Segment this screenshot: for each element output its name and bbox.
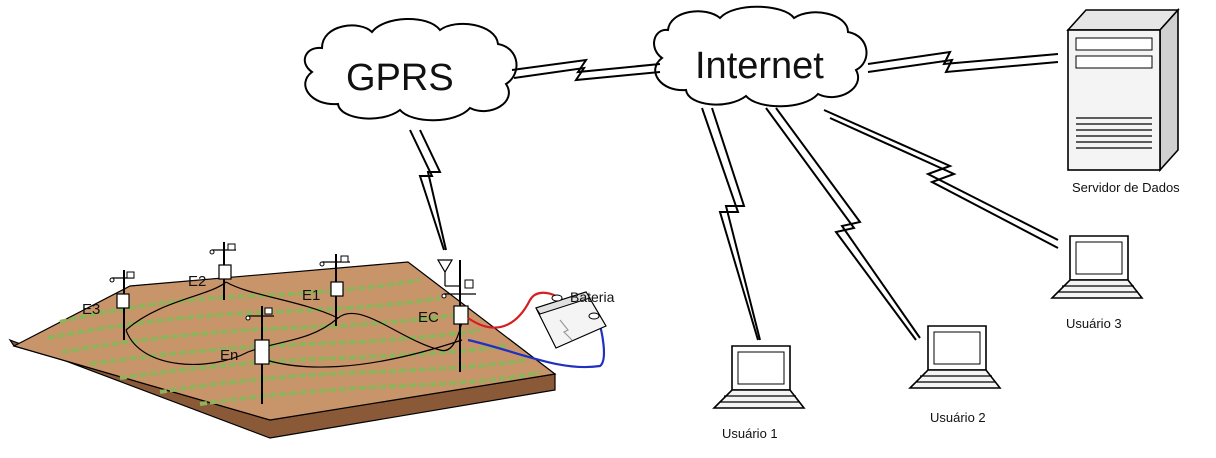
station-ec: EC (418, 259, 476, 372)
station-e2: E2 (188, 242, 236, 300)
wireless-links (409, 50, 1059, 341)
link-internet-user2 (765, 107, 917, 341)
gprs-label: GPRS (346, 57, 454, 99)
user-2: Usuário 2 (908, 325, 1002, 425)
laptop-icon (712, 345, 806, 409)
antenna-icon (436, 259, 454, 274)
station-cables (125, 281, 463, 368)
link-internet-server (867, 50, 1059, 66)
station-en: En (220, 306, 274, 404)
battery-label: Bateria (570, 289, 615, 305)
user-3-label: Usuário 3 (1066, 316, 1122, 331)
field-plot (8, 261, 557, 439)
link-internet-user1 (701, 107, 759, 341)
gprs-cloud: GPRS (303, 18, 518, 122)
user-3: Usuário 3 (1050, 235, 1144, 331)
user-1: Usuário 1 (712, 345, 806, 441)
negative-wire (467, 319, 606, 369)
internet-label: Internet (695, 45, 824, 87)
user-2-label: Usuário 2 (930, 410, 986, 425)
positive-wire (467, 291, 557, 329)
station-e3: E3 (82, 270, 135, 340)
server-label: Servidor de Dados (1072, 180, 1180, 195)
station-e1-label: E1 (302, 287, 320, 304)
battery: Bateria (467, 289, 615, 369)
link-gprs-internet (511, 58, 661, 74)
server: Servidor de Dados (1066, 7, 1180, 195)
laptop-icon (1050, 235, 1144, 299)
station-en-label: En (220, 347, 238, 364)
station-ec-label: EC (418, 309, 439, 326)
station-e3-label: E3 (82, 301, 100, 318)
link-internet-user3 (823, 109, 1059, 241)
crop-rows (47, 278, 541, 406)
laptop-icon (908, 325, 1002, 389)
link-gprs-ec (409, 129, 445, 251)
internet-cloud: Internet (653, 5, 868, 108)
station-e1: E1 (302, 254, 350, 326)
server-icon (1066, 7, 1180, 173)
station-e2-label: E2 (188, 273, 206, 290)
user-1-label: Usuário 1 (722, 426, 778, 441)
